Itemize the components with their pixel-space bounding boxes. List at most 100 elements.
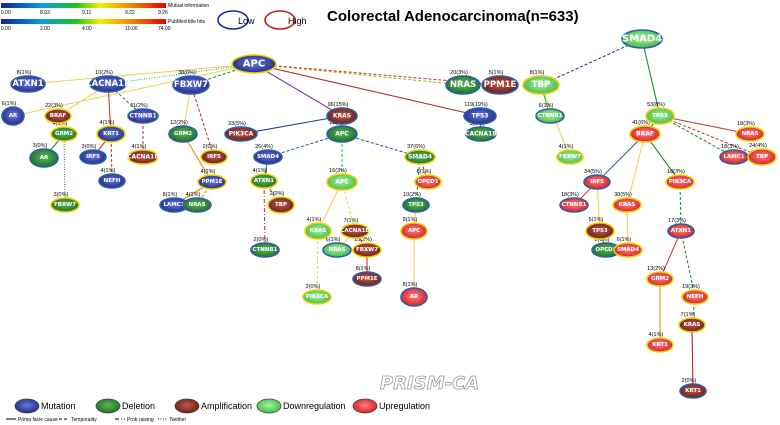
node-ar1[interactable]: AR bbox=[1, 106, 25, 126]
node-smad4b[interactable]: SMAD4 bbox=[253, 149, 283, 165]
chart-title: Colorectal Adenocarcinoma(n=633) bbox=[327, 8, 579, 25]
node-shape bbox=[127, 149, 159, 165]
node-shape bbox=[665, 174, 695, 190]
node-opcd1[interactable]: OPCD1 bbox=[414, 174, 442, 190]
node-shape bbox=[302, 289, 332, 305]
node-pik3ca3[interactable]: PIK3CA bbox=[665, 174, 695, 190]
node-ar3[interactable]: AR bbox=[400, 287, 428, 307]
node-shape bbox=[646, 271, 674, 287]
node-shape bbox=[585, 222, 615, 240]
node-nras[interactable]: NRAS bbox=[445, 75, 481, 95]
edge-apc-cacna1b bbox=[107, 63, 255, 85]
node-shape bbox=[667, 223, 695, 239]
node-smad4c[interactable]: SMAD4 bbox=[404, 149, 436, 165]
edge-label: 33(5%) bbox=[228, 121, 246, 127]
node-apc[interactable]: APC bbox=[231, 54, 277, 74]
edge-label: 7(1%) bbox=[344, 218, 359, 224]
node-label: TBP bbox=[275, 202, 287, 208]
node-braf2[interactable]: BRAF bbox=[629, 125, 661, 143]
node-nras4[interactable]: NRAS bbox=[735, 126, 765, 142]
node-ctnnb1d[interactable]: CTNNB1 bbox=[559, 197, 589, 213]
node-ppm1eb[interactable]: PPM1E bbox=[197, 174, 227, 190]
node-cacna1b[interactable]: CACNA1B bbox=[85, 75, 131, 93]
edge-label: 7(1%) bbox=[681, 312, 696, 318]
edge-label: 8(1%) bbox=[530, 70, 545, 76]
node-ppm1ec[interactable]: PPM1E bbox=[352, 271, 382, 287]
node-label: BRAF bbox=[50, 113, 67, 119]
node-lamc1a[interactable]: LAMC1 bbox=[159, 197, 189, 213]
node-tp53d[interactable]: TP53 bbox=[585, 222, 615, 240]
edge-kras2-pik3ca2 bbox=[316, 230, 319, 298]
node-ppm1e[interactable]: PPM1E bbox=[481, 75, 519, 95]
node-tp53c[interactable]: TP53 bbox=[645, 107, 675, 125]
node-irf5b[interactable]: IRF5 bbox=[200, 149, 228, 165]
node-ctnnb1b[interactable]: CTNNB1 bbox=[250, 242, 280, 258]
node-pik3ca2[interactable]: PIK3CA bbox=[302, 289, 332, 305]
node-krt1c[interactable]: KRT1 bbox=[679, 383, 707, 399]
node-ctnnb1a[interactable]: CTNNB1 bbox=[127, 108, 159, 124]
node-kras3[interactable]: KRAS bbox=[612, 197, 642, 213]
legend-item-deletion: Deletion bbox=[95, 398, 155, 414]
node-shape bbox=[197, 174, 227, 190]
edge-label: 3(0%) bbox=[33, 143, 48, 149]
node-apc3[interactable]: APC bbox=[326, 173, 358, 191]
node-cacna1b2[interactable]: CACNA1B bbox=[127, 149, 159, 165]
node-fbxw7b[interactable]: FBXW7 bbox=[50, 197, 80, 213]
node-atxn1a[interactable]: ATXN1 bbox=[10, 75, 46, 93]
node-fbxw7d[interactable]: FBXW7 bbox=[556, 149, 584, 165]
node-cacna1b3[interactable]: CACNA1B bbox=[465, 126, 497, 142]
edge-label: 2(0%) bbox=[254, 237, 269, 243]
node-fbxw7c[interactable]: FBXW7 bbox=[352, 242, 382, 258]
node-shape bbox=[253, 149, 283, 165]
edge-tp53c-tbp3 bbox=[659, 115, 763, 158]
node-label: TP53 bbox=[652, 113, 668, 119]
edge-apc-kras1 bbox=[253, 63, 343, 117]
legend-edge-label: Neither bbox=[170, 417, 186, 423]
edge-pik3ca3-atxn1c bbox=[679, 181, 682, 232]
node-braf1[interactable]: BRAF bbox=[44, 108, 72, 124]
pubmed-tick-label: 74.00 bbox=[158, 26, 171, 32]
node-atxn1c[interactable]: ATXN1 bbox=[667, 223, 695, 239]
node-krt1b[interactable]: KRT1 bbox=[646, 337, 674, 353]
node-irf5c[interactable]: IRF5 bbox=[583, 174, 611, 190]
node-grm2a[interactable]: GRM2 bbox=[50, 126, 78, 142]
node-nrasb[interactable]: NRAS bbox=[182, 197, 212, 213]
node-atxn1b[interactable]: ATXN1 bbox=[250, 173, 278, 189]
node-label: NRAS bbox=[741, 131, 758, 137]
node-krt1a[interactable]: KRT1 bbox=[96, 125, 126, 143]
node-nefhb[interactable]: NEFH bbox=[681, 289, 709, 305]
node-shape bbox=[402, 197, 430, 213]
pubmed-tick-label: 0.00 bbox=[1, 26, 11, 32]
legend-swatch bbox=[95, 398, 121, 414]
node-grm2b[interactable]: GRM2 bbox=[168, 125, 198, 143]
node-smad4d[interactable]: SMAD4 bbox=[613, 242, 643, 258]
node-label: OPCD1 bbox=[595, 247, 616, 253]
node-nefha[interactable]: NEFH bbox=[98, 173, 126, 189]
node-label: SMAD4 bbox=[622, 34, 662, 45]
node-irf5a[interactable]: IRF5 bbox=[79, 149, 107, 165]
node-smad4r[interactable]: SMAD4 bbox=[621, 29, 663, 49]
node-kras2[interactable]: KRAS bbox=[304, 222, 332, 240]
node-apc4[interactable]: APC bbox=[400, 222, 428, 240]
node-label: PIK3CA bbox=[229, 131, 254, 138]
edge-label: 41(6%) bbox=[632, 120, 650, 126]
node-ctnnb1c[interactable]: CTNNB1 bbox=[535, 108, 565, 124]
high-ellipse bbox=[264, 10, 296, 30]
node-fbxw7[interactable]: FBXW7 bbox=[172, 75, 210, 95]
node-nras3[interactable]: NRAS bbox=[322, 242, 352, 258]
node-kras1[interactable]: KRAS bbox=[326, 107, 358, 125]
node-tbp2[interactable]: TBP bbox=[267, 196, 295, 214]
node-shape bbox=[172, 75, 210, 95]
node-tp53a[interactable]: TP53 bbox=[463, 107, 497, 125]
node-tbp[interactable]: TBP bbox=[522, 75, 560, 95]
legend-label: Downregulation bbox=[283, 401, 346, 411]
node-tp53b[interactable]: TP53 bbox=[402, 197, 430, 213]
node-lamc1b[interactable]: LAMC1 bbox=[719, 149, 749, 165]
node-tbp3[interactable]: TBP bbox=[747, 148, 777, 166]
node-pik3ca1[interactable]: PIK3CA bbox=[224, 126, 258, 142]
node-kras4[interactable]: KRAS bbox=[678, 317, 706, 333]
node-ar2[interactable]: AR bbox=[29, 148, 59, 168]
node-apc2[interactable]: APC bbox=[326, 125, 358, 143]
node-cacna1b4[interactable]: CACNA1B bbox=[340, 223, 370, 239]
node-grm2c[interactable]: GRM2 bbox=[646, 271, 674, 287]
